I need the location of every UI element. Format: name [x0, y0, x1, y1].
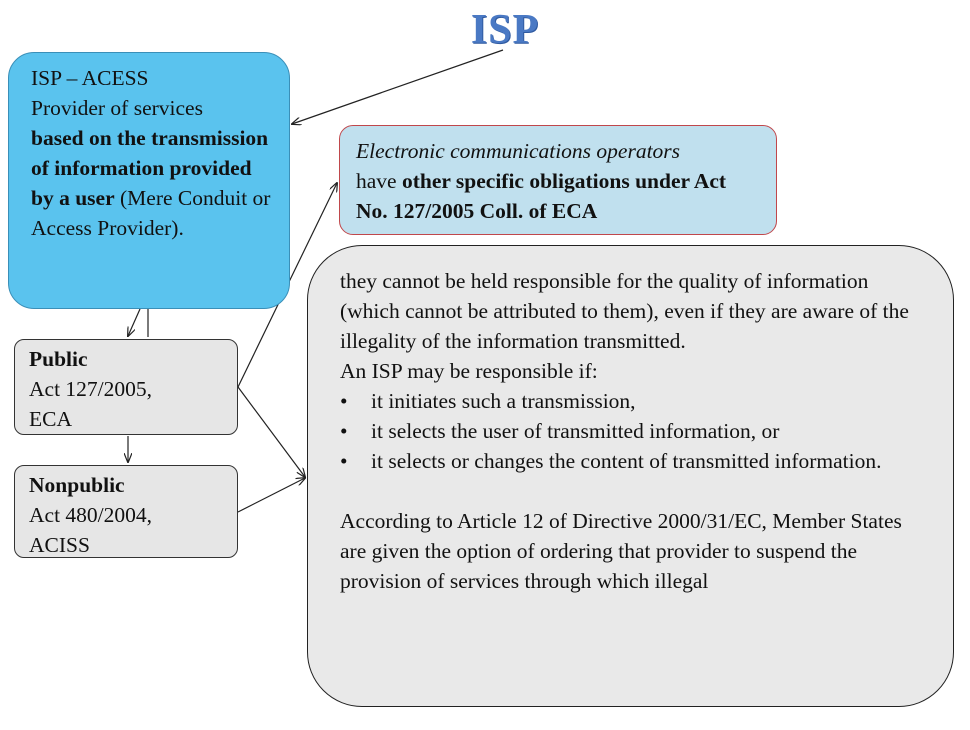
slide-title: ISP: [470, 7, 540, 53]
condition-item: it initiates such a transmission,: [340, 386, 933, 416]
public-box: Public Act 127/2005, ECA: [14, 339, 238, 435]
arrow-title-to-isp: [292, 49, 504, 124]
eco-box-have: have: [356, 169, 402, 193]
nonpublic-line2: ACISS: [29, 533, 90, 557]
eco-operators-box: Electronic communications operators have…: [339, 125, 777, 235]
arrow-isp-to-public-a: [128, 308, 141, 336]
nonpublic-box: Nonpublic Act 480/2004, ACISS: [14, 465, 238, 558]
isp-box-line1: ISP – ACESS: [31, 66, 149, 90]
eco-box-italic: Electronic communications operators: [356, 139, 681, 163]
main-para2: According to Article 12 of Directive 200…: [340, 509, 902, 593]
isp-box-tail: (Mere Conduit or Access Provider).: [31, 186, 271, 240]
public-line2: ECA: [29, 407, 72, 431]
condition-list: it initiates such a transmission, it sel…: [340, 386, 933, 476]
nonpublic-heading: Nonpublic: [29, 473, 125, 497]
eco-box-bold: other specific obligations under Act No.…: [356, 169, 727, 223]
main-intro: An ISP may be responsible if:: [340, 359, 598, 383]
public-heading: Public: [29, 347, 88, 371]
condition-item: it selects the user of transmitted infor…: [340, 416, 933, 446]
main-para1: they cannot be held responsible for the …: [340, 269, 909, 353]
nonpublic-line1: Act 480/2004,: [29, 503, 153, 527]
responsibility-box: they cannot be held responsible for the …: [307, 245, 954, 707]
isp-box-body: based on the transmission of information…: [31, 123, 277, 243]
isp-box-line2: Provider of services: [31, 96, 203, 120]
arrow-public-to-main: [237, 386, 305, 477]
arrow-nonpublic-to-main: [237, 478, 305, 513]
condition-item: it selects or changes the content of tra…: [340, 446, 933, 476]
isp-access-box: ISP – ACESS Provider of services based o…: [8, 52, 290, 309]
public-line1: Act 127/2005,: [29, 377, 153, 401]
isp-box-bold: based on the transmission of information…: [31, 126, 269, 210]
